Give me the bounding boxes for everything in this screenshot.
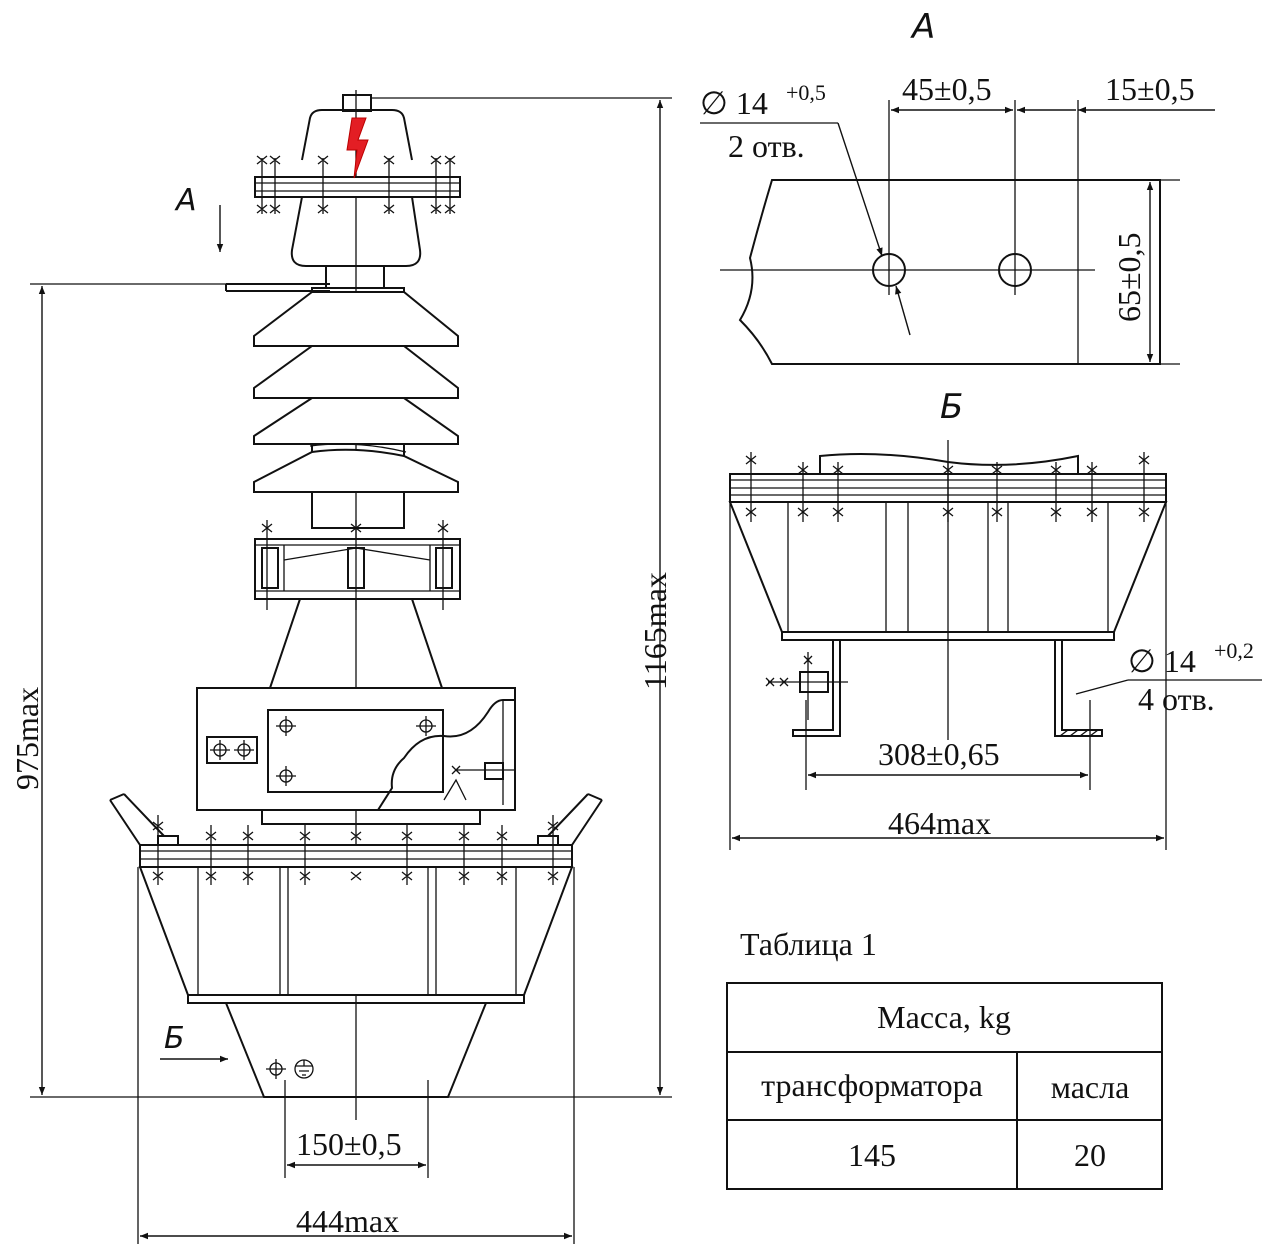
mid-flange [254,520,461,610]
view-b-width: 464max [888,805,991,841]
view-b-bolts [745,452,1150,522]
base-tank [109,793,603,1098]
high-voltage-icon [346,117,369,179]
view-a: A ∅ 14 +0,5 2 отв. 45±0,5 15±0,5 65±0,5 [700,7,1215,365]
view-a-spacing: 45±0,5 [902,71,992,107]
view-b-hole-tol: +0,2 [1214,638,1254,663]
height-base-label: 975max [9,687,45,790]
view-b-hole-count: 4 отв. [1138,681,1215,717]
terminal-cap-upper [301,109,413,161]
view-a-height: 65±0,5 [1111,232,1147,322]
mass-table: Таблица 1 Масса, kg трансформатора масла… [726,926,1163,1190]
flange-bolts [256,155,456,214]
base-holes-label: 150±0,5 [296,1126,402,1162]
terminal-flange [254,176,461,198]
view-a-title: A [910,7,935,47]
table-caption: Таблица 1 [740,926,877,962]
terminal-marks [210,716,436,786]
view-a-edge: 15±0,5 [1105,71,1195,107]
view-a-hole-tol: +0,5 [786,80,826,105]
view-a-arrow-label: A [174,183,197,218]
top-terminal [342,94,372,112]
view-b-spacing: 308±0,65 [878,736,1000,772]
view-b-title: Б [940,387,963,427]
view-a-hole-dia: ∅ 14 [700,85,768,121]
main-dimensions [30,97,672,1244]
table-val2: 20 [1074,1137,1106,1173]
view-b-hole-dia: ∅ 14 [1128,643,1196,679]
tank-bolts [152,815,559,885]
body-cone [269,598,443,689]
width-label: 444max [296,1203,399,1239]
table-header: Масса, kg [877,999,1011,1035]
height-total-label: 1165max [637,572,673,690]
view-a-hole-count: 2 отв. [728,128,805,164]
table-col1-header: трансформатора [761,1067,983,1103]
insulator [253,287,459,529]
view-b: Б ∅ 14 [728,387,1262,850]
terminal-box [196,687,516,825]
table-val1: 145 [848,1137,896,1173]
view-b-arrow-label: Б [164,1021,185,1056]
transformer-main-view: A Б 1165max 975max 150±0,5 444max [9,90,673,1244]
table-col2-header: масла [1051,1069,1130,1105]
plate-outline [738,179,1161,365]
